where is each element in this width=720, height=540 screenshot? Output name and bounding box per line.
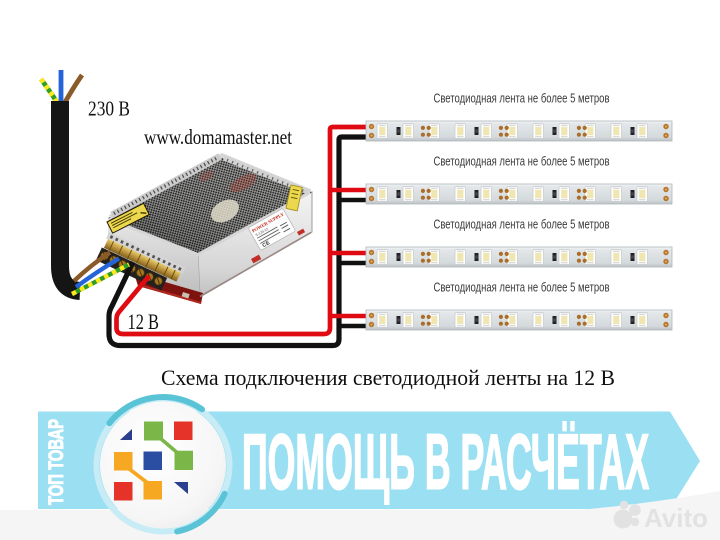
svg-text:Светодиодная лента не более 5: Светодиодная лента не более 5 метров	[434, 91, 610, 106]
svg-text:www.domamaster.net: www.domamaster.net	[144, 125, 292, 149]
svg-text:CE: CE	[262, 240, 272, 249]
svg-text:ПОМОЩЬ В РАСЧЁТАХ: ПОМОЩЬ В РАСЧЁТАХ	[242, 418, 649, 506]
svg-text:Светодиодная лента не более 5: Светодиодная лента не более 5 метров	[434, 280, 610, 295]
svg-text:Светодиодная лента не более 5: Светодиодная лента не более 5 метров	[434, 154, 610, 169]
svg-text:ТОП ТОВАР: ТОП ТОВАР	[45, 419, 68, 505]
svg-text:Схема подключения светодиодной: Схема подключения светодиодной ленты на …	[161, 365, 615, 390]
svg-text:Avito: Avito	[644, 503, 708, 533]
svg-text:12 В: 12 В	[128, 309, 160, 334]
svg-text:S-120-12: S-120-12	[255, 227, 269, 237]
svg-text:230 В: 230 В	[88, 97, 130, 121]
svg-text:Светодиодная лента не более 5: Светодиодная лента не более 5 метров	[434, 217, 610, 232]
